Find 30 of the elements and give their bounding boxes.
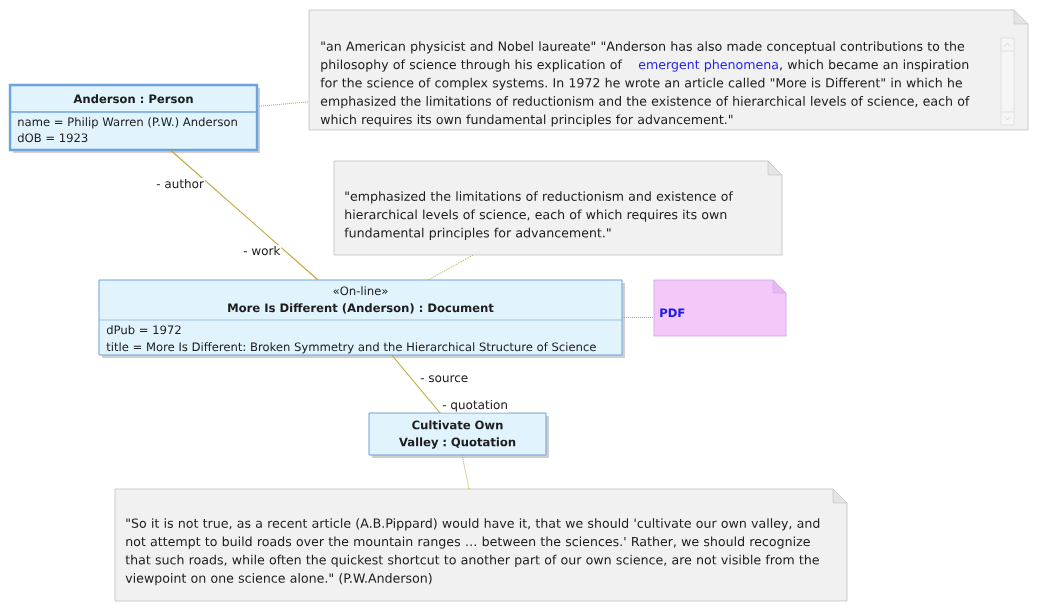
note-box [333, 160, 783, 256]
object-name: Cultivate Own Valley : Quotation [399, 420, 516, 449]
dotted-line [461, 454, 470, 490]
role-label: - quotation [441, 398, 509, 413]
attribute-text: dPub = 1972 [106, 325, 181, 335]
object-box [8, 83, 260, 153]
attribute-text: name = Philip Warren (P.W.) Anderson [18, 117, 237, 129]
object-name: Anderson : Person [73, 94, 193, 104]
dotted-line [621, 317, 655, 318]
role-label: - author [155, 177, 205, 190]
role-label: - work [242, 244, 282, 257]
role-label: - source [419, 374, 470, 384]
dotted-line [427, 254, 474, 281]
object-box [368, 412, 549, 458]
link: emergent phenomena [638, 59, 778, 72]
object-name: More Is Different (Anderson) : Document [228, 303, 494, 314]
note-text: PDF [660, 308, 685, 317]
stereotype-label: «On-line» [333, 286, 388, 296]
note-text: "emphasized the limitations of reductionism and existence of hierarchical levels of science, each of which requires its own fundamental principles for advancement." [344, 191, 734, 240]
attribute-text: dOB = 1923 [17, 133, 88, 143]
note-box [114, 488, 848, 602]
attribute-text: title = More Is Different: Broken Symmetry and the Hierarchical Structure of Science [106, 342, 596, 354]
object-box [98, 279, 625, 358]
association-line [169, 149, 319, 281]
dotted-line [256, 101, 310, 107]
note-text: "So it is not true, as a recent article (A.B.Pippard) would have it, that we should 'cultivate our own valley, and not attempt to build roads over the mountain ranges … between the sciences.' Rather, we should recognize that such roads, while often the quickest shortcut to another part of our own science, are not visible from the viewpoint on one science alone." (P.W.Anderson) [125, 518, 820, 586]
note-box [308, 9, 1029, 131]
note-text: "an American physicist and Nobel laureate" "Anderson has also made conceptual contributions to the philosophy of science through his explication of emergent phenomena , which became an inspiration for the science of complex systems. In 1972 he wrote an article called "More is Different" in which he emphasized the limitations of reductionism and the existence of hierarchical levels of science, each of which requires its own fundamental principles for advancement." [320, 41, 970, 127]
association-line [391, 354, 441, 414]
note-box [653, 279, 787, 337]
